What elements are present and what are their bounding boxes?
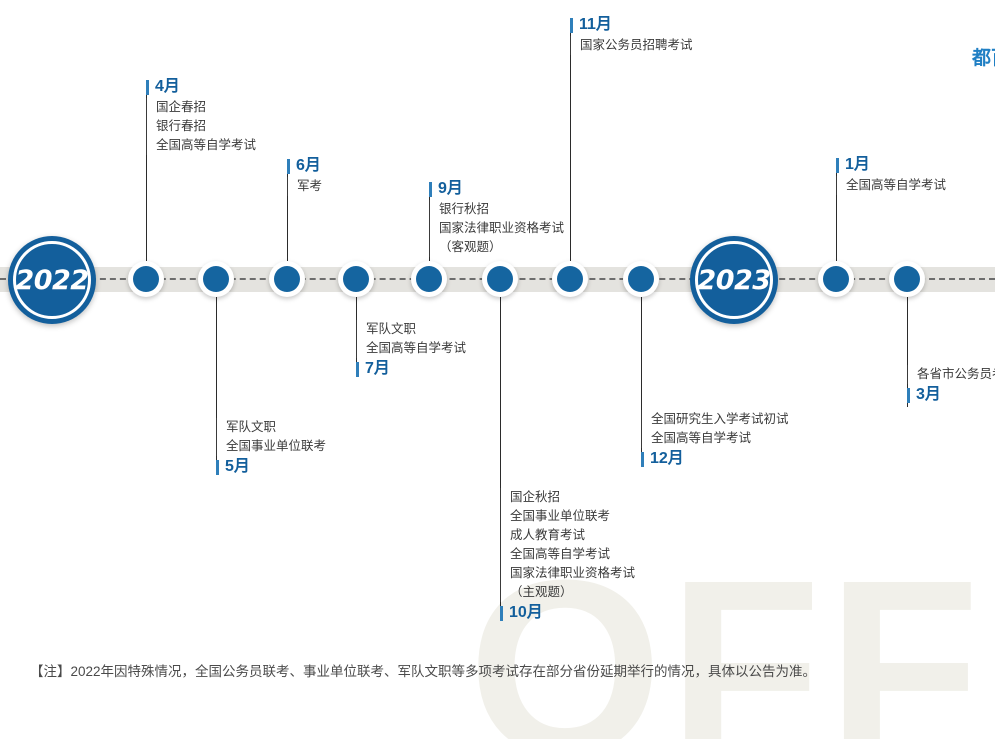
timeline-node-12[interactable] [623,261,659,297]
stem-12 [641,297,642,467]
timeline-node-3[interactable] [889,261,925,297]
timeline-node-10[interactable] [482,261,518,297]
month-block-3: 各省市公务员考试 3月 [907,365,995,405]
month-items: 国企春招 银行春招 全国高等自学考试 [146,98,256,155]
month-block-11: 11月 国家公务员招聘考试 [570,15,693,55]
month-items: 全国研究生入学考试初试 全国高等自学考试 [641,410,789,448]
month-items: 银行秋招 国家法律职业资格考试 （客观题） [429,200,564,257]
month-label: 6月 [287,156,322,176]
stem-5 [216,297,217,465]
list-item: 军队文职 [366,322,417,336]
month-label: 9月 [429,179,564,199]
timeline-node-5[interactable] [198,261,234,297]
month-label: 4月 [146,77,256,97]
month-items: 军考 [287,177,322,196]
list-item: 全国事业单位联考 [226,439,327,453]
month-items: 国家公务员招聘考试 [570,36,693,55]
list-item: 国家法律职业资格考试 [439,221,565,235]
footnote-text: 【注】2022年因特殊情况，全国公务员联考、事业单位联考、军队文职等多项考试存在… [30,664,817,679]
list-item: 军考 [297,179,323,193]
month-label: 3月 [907,385,995,405]
month-items: 全国高等自学考试 [836,176,946,195]
month-label: 10月 [500,603,635,623]
year-label: 2022 [15,264,89,296]
month-label: 11月 [570,15,693,35]
month-label: 1月 [836,155,946,175]
stem-1 [836,158,837,261]
timeline-node-11[interactable] [552,261,588,297]
stem-11 [570,18,571,261]
list-item: 国家公务员招聘考试 [580,38,693,52]
list-item: 全国高等自学考试 [651,431,752,445]
month-label: 7月 [356,359,466,379]
list-item: （主观题） [510,585,573,599]
stem-4 [146,80,147,261]
month-block-7: 军队文职 全国高等自学考试 7月 [356,320,466,379]
stem-10 [500,297,501,620]
list-item: 全国研究生入学考试初试 [651,412,789,426]
brand-clipped-text: 都百 [972,48,995,69]
month-block-1: 1月 全国高等自学考试 [836,155,946,195]
month-block-5: 军队文职 全国事业单位联考 5月 [216,418,326,477]
list-item: 国企秋招 [510,490,561,504]
list-item: 全国高等自学考试 [366,341,467,355]
stem-6 [287,160,288,261]
list-item: 国企春招 [156,100,207,114]
list-item: 国家法律职业资格考试 [510,566,636,580]
list-item: 全国事业单位联考 [510,509,611,523]
month-block-4: 4月 国企春招 银行春招 全国高等自学考试 [146,77,256,155]
year-badge-2023: 2023 [690,236,778,324]
month-block-12: 全国研究生入学考试初试 全国高等自学考试 12月 [641,410,789,469]
month-label: 5月 [216,457,326,477]
list-item: 全国高等自学考试 [846,178,947,192]
month-items: 军队文职 全国事业单位联考 [216,418,326,456]
month-items: 各省市公务员考试 [907,365,995,384]
list-item: 全国高等自学考试 [510,547,611,561]
list-item: 银行春招 [156,119,207,133]
list-item: （客观题） [439,240,502,254]
list-item: 全国高等自学考试 [156,138,257,152]
month-block-10: 国企秋招 全国事业单位联考 成人教育考试 全国高等自学考试 国家法律职业资格考试… [500,488,635,623]
month-label: 12月 [641,449,789,469]
list-item: 各省市公务员考试 [917,367,995,381]
list-item: 军队文职 [226,420,277,434]
timeline-node-4[interactable] [128,261,164,297]
year-badge-2022: 2022 [8,236,96,324]
timeline-node-1[interactable] [818,261,854,297]
timeline-node-7[interactable] [338,261,374,297]
month-block-9: 9月 银行秋招 国家法律职业资格考试 （客观题） [429,179,564,257]
month-items: 国企秋招 全国事业单位联考 成人教育考试 全国高等自学考试 国家法律职业资格考试… [500,488,635,602]
list-item: 银行秋招 [439,202,490,216]
list-item: 成人教育考试 [510,528,586,542]
timeline-node-9[interactable] [411,261,447,297]
year-label: 2023 [697,264,771,296]
month-block-6: 6月 军考 [287,156,322,196]
watermark-text: OFFC [468,528,995,739]
month-items: 军队文职 全国高等自学考试 [356,320,466,358]
stem-3 [907,297,908,407]
timeline-node-6[interactable] [269,261,305,297]
